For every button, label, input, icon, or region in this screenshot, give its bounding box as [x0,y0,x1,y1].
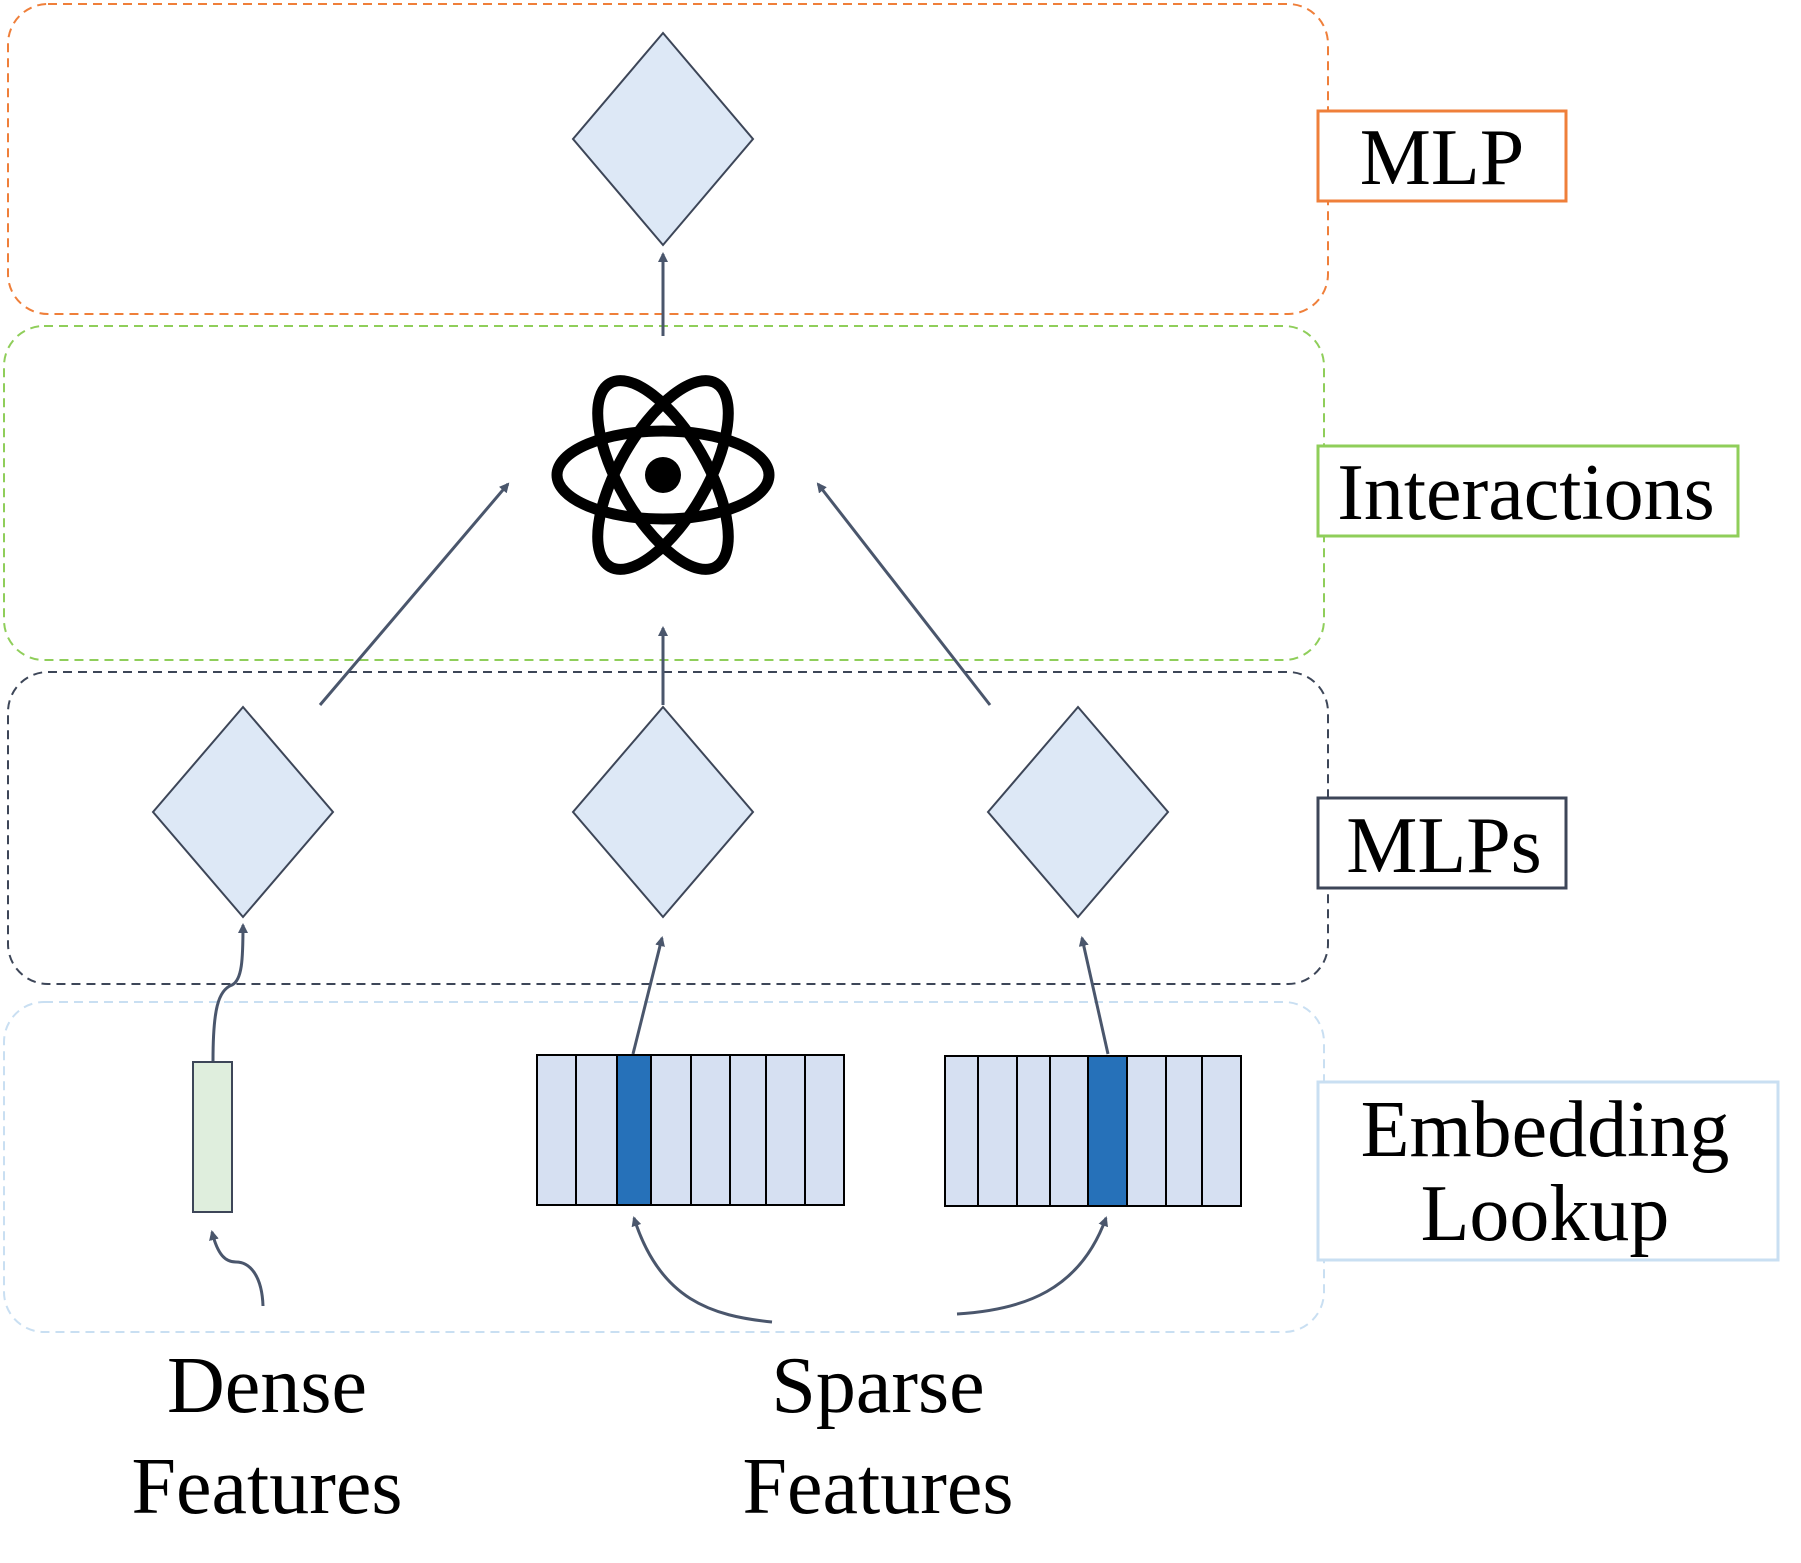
interactions-layer-box [3,325,1325,661]
embedding-table-1-cell [804,1054,845,1206]
arrow-sparse2-mlp-to-interactions [816,482,992,706]
embedding-table-2-cell [1049,1055,1089,1207]
arrow-sparse1-embedding-to-mlp [631,936,665,1055]
embedding-table-1-cell [690,1054,731,1206]
embedding-table-2-cell [977,1055,1018,1207]
embedding-table-2-cell [1126,1055,1167,1207]
sparse2-mlp-diamond [986,705,1170,919]
embedding-table-2-cell [944,1055,979,1207]
arrow-dense-input [209,1230,265,1307]
mlps-label-box [1316,796,1568,890]
dense-mlp-diamond [151,705,335,919]
embedding-table-1-cell [765,1054,806,1206]
embedding-table-1-selected-cell [616,1054,652,1206]
mlp-label-box [1316,109,1568,203]
dense-features-label-line1: Dense [167,1342,367,1430]
dense-features-label-line2: Features [131,1443,402,1531]
mlp-label: MLP [1360,114,1525,202]
arrow-sparse-input-1 [631,1216,773,1324]
embedding-table-2-cell [1201,1055,1242,1207]
embedding-label-box [1316,1080,1780,1262]
embedding-table-1-cell [729,1054,767,1206]
embedding-table-2-selected-cell [1087,1055,1128,1207]
embedding-label-line2: Lookup [1421,1170,1670,1258]
sparse-features-label-line1: Sparse [771,1342,984,1430]
arrow-sparse-input-2 [956,1216,1108,1316]
interactions-label: Interactions [1337,449,1715,537]
sparse-features-label-line2: Features [742,1443,1013,1531]
atom-icon [551,375,775,575]
arrow-dense-mlp-to-interactions [318,482,510,706]
top-mlp-diamond [571,31,755,247]
embedding-table-2 [944,1055,1242,1207]
dense-feature-vector [192,1061,233,1213]
sparse1-mlp-diamond [571,705,755,919]
embedding-table-1-cell [575,1054,618,1206]
embedding-table-2-cell [1016,1055,1051,1207]
embedding-label-line1: Embedding [1361,1086,1730,1174]
arrow-dense-vector-to-mlp [211,923,248,1062]
embedding-table-1-cell [536,1054,577,1206]
embedding-table-1-cell [650,1054,692,1206]
mlps-label: MLPs [1346,802,1542,890]
embedding-table-2-cell [1165,1055,1203,1207]
interactions-label-box [1316,444,1740,538]
embedding-table-1 [536,1054,845,1206]
arrow-sparse2-embedding-to-mlp [1078,936,1110,1055]
